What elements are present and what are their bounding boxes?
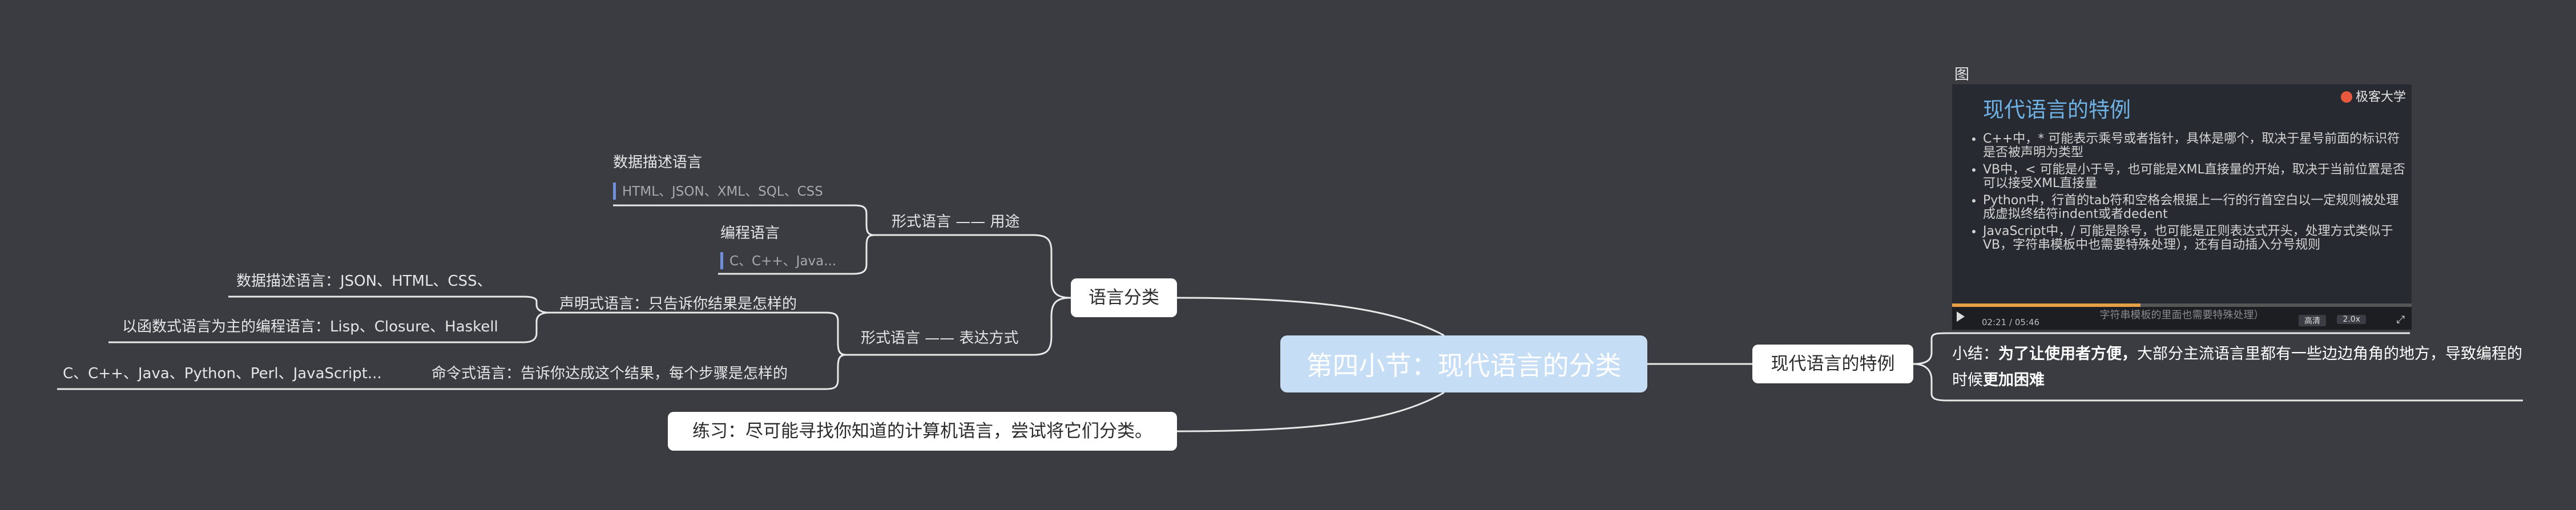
topic-imperative-language[interactable]: 命令式语言：告诉你达成这个结果，每个步骤是怎样的 [432, 365, 788, 382]
quality-button[interactable]: 高清 [2299, 315, 2326, 326]
fullscreen-icon[interactable]: ⤢ [2396, 314, 2405, 326]
slide-bullet: VB中，< 可能是小于号，也可能是XML直接量的开始，取决于当前位置是否可以接受… [1983, 163, 2405, 191]
picture-label: 图 [1954, 66, 1970, 83]
central-topic[interactable]: 第四小节：现代语言的分类 [1280, 335, 1647, 392]
slide-bullet: C++中，* 可能表示乘号或者指针，具体是哪个，取决于星号前面的标识符是否被声明… [1983, 132, 2405, 160]
video-player-bar[interactable]: 字符串模板的里面也需要特殊处理） 02:21 / 05:46 高清 2.0x ⤢ [1952, 303, 2412, 330]
summary-text[interactable]: 小结：为了让使用者方便，大部分主流语言里都有一些边边角角的地方，导致编程的时候更… [1952, 341, 2523, 394]
topic-imperative-language-list[interactable]: C、C++、Java、Python、Perl、JavaScript... [63, 365, 382, 382]
video-slide-image[interactable]: 极客大学 现代语言的特例 C++中，* 可能表示乘号或者指针，具体是哪个，取决于… [1952, 84, 2412, 330]
topic-programming-language[interactable]: 编程语言 [720, 225, 780, 242]
topic-exercise[interactable]: 练习：尽可能寻找你知道的计算机语言，尝试将它们分类。 [668, 412, 1177, 451]
topic-declarative-data-languages[interactable]: 数据描述语言：JSON、HTML、CSS、 [236, 273, 492, 290]
brand-logo-icon [2340, 91, 2352, 103]
note-data-description-language: HTML、JSON、XML、SQL、CSS [613, 183, 823, 200]
slide-bullet-list: C++中，* 可能表示乘号或者指针，具体是哪个，取决于星号前面的标识符是否被声明… [1972, 132, 2405, 256]
topic-declarative-functional-languages[interactable]: 以函数式语言为主的编程语言：Lisp、Closure、Haskell [122, 318, 498, 335]
summary-body: 大部分主流语言里都有一些边边角角的地方，导致编程的时候 [1952, 345, 2522, 389]
topic-form-language-purpose[interactable]: 形式语言 —— 用途 [892, 213, 1020, 230]
play-icon[interactable] [1957, 311, 1965, 322]
video-time: 02:21 / 05:46 [1982, 317, 2040, 327]
summary-emphasis-2: 更加困难 [1983, 371, 2045, 389]
summary-prefix: 小结： [1952, 345, 1998, 363]
topic-language-classification[interactable]: 语言分类 [1071, 278, 1177, 317]
slide-bullet: JavaScript中，/ 可能是除号，也可能是正则表达式开头，处理方式类似于V… [1983, 225, 2405, 252]
brand-logo: 极客大学 [2340, 87, 2406, 105]
video-caption: 字符串模板的里面也需要特殊处理） [2099, 309, 2264, 321]
slide-title: 现代语言的特例 [1983, 98, 2131, 122]
note-programming-language: C、C++、Java... [720, 252, 836, 269]
topic-declarative-language[interactable]: 声明式语言：只告诉你结果是怎样的 [559, 296, 797, 313]
speed-button[interactable]: 2.0x [2337, 315, 2366, 324]
topic-data-description-language[interactable]: 数据描述语言 [613, 154, 703, 171]
summary-emphasis-1: 为了让使用者方便， [1998, 345, 2137, 363]
video-progress-fill [1952, 303, 2141, 307]
brand-name: 极客大学 [2355, 90, 2406, 104]
slide-bullet: Python中，行首的tab符和空格会根据上一行的行首空白以一定规则被处理成虚拟… [1983, 194, 2405, 221]
video-progress-bar[interactable] [1952, 303, 2412, 307]
topic-form-language-expression[interactable]: 形式语言 —— 表达方式 [861, 330, 1019, 347]
topic-modern-special-case[interactable]: 现代语言的特例 [1752, 345, 1913, 383]
